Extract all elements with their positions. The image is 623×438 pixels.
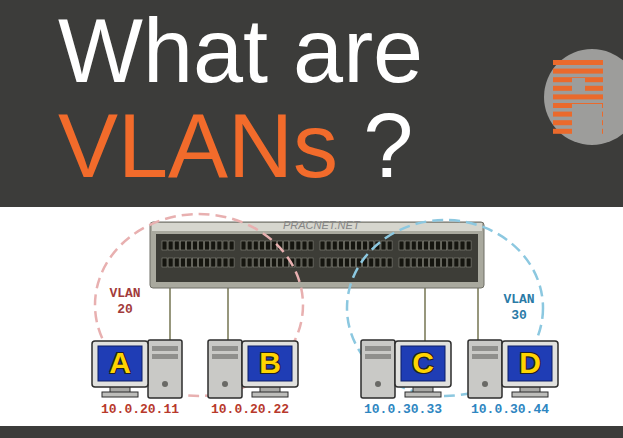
computer-icon [353, 338, 453, 400]
vlan-label: VLAN 20 [105, 286, 145, 318]
logo [544, 49, 623, 145]
computer-node: A 10.0.20.11 [90, 338, 190, 422]
ip-address: 10.0.30.44 [471, 402, 549, 418]
computer-letter: C [412, 347, 434, 379]
vlan-group: A10.0.20.11B10.0.20.22VLAN 20 [93, 212, 305, 398]
page-title: What are VLANs ? [58, 4, 538, 194]
header-band [0, 0, 623, 207]
computer-icon [460, 338, 560, 400]
vlan-group: C10.0.30.33D10.0.30.44VLAN 30 [345, 218, 545, 398]
computer-letter: B [259, 347, 281, 379]
computer-icon [200, 338, 300, 400]
computer-icon [90, 338, 190, 400]
ip-address: 10.0.20.22 [211, 402, 289, 418]
switch-symbol [150, 222, 484, 288]
computer-letter: D [519, 347, 541, 379]
computer-node: D 10.0.30.44 [460, 338, 560, 422]
vlan-label: VLAN 30 [499, 292, 539, 324]
computer-letter: A [109, 347, 131, 379]
network-cables [170, 288, 478, 346]
computer-node: B 10.0.20.22 [200, 338, 300, 422]
ip-address: 10.0.30.33 [364, 402, 442, 418]
ip-address: 10.0.20.11 [101, 402, 179, 418]
computer-node: C 10.0.30.33 [353, 338, 453, 422]
footer-band [0, 426, 623, 438]
watermark: PRACNET.NET [283, 219, 360, 232]
